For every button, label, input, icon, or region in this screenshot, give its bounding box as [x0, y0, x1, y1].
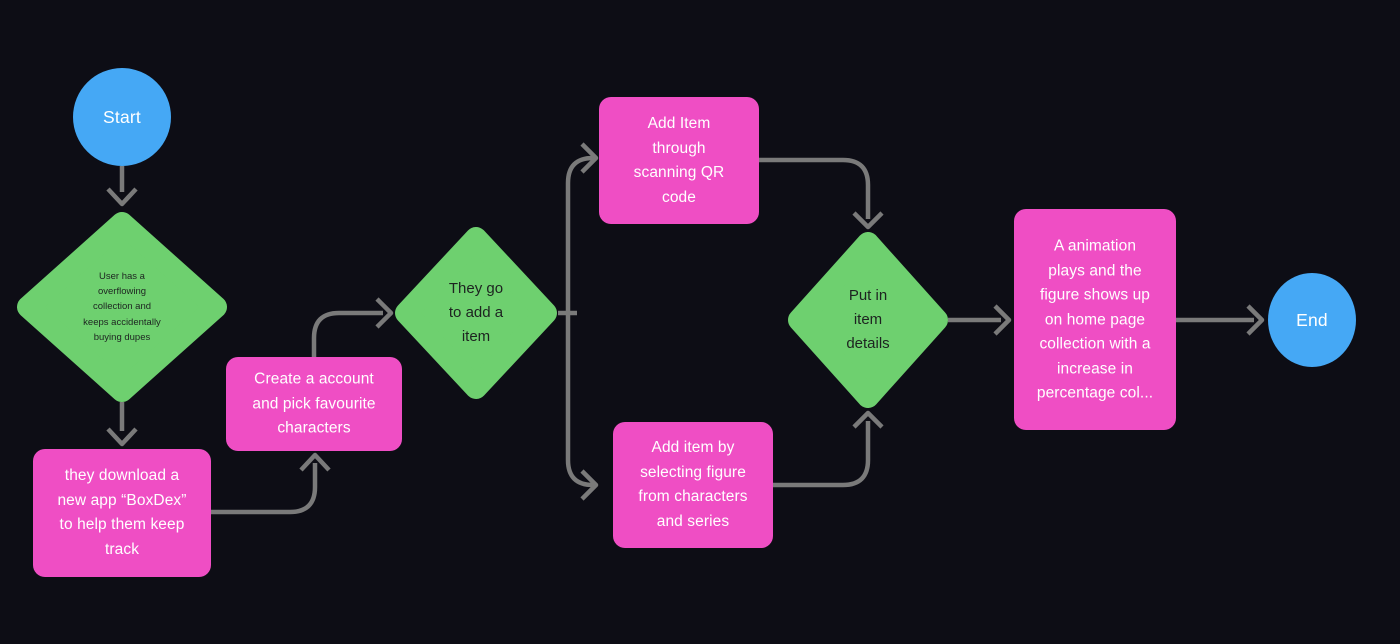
arrowhead-go-add-item-to-select-figure: [580, 469, 599, 501]
arrowhead-go-add-item-to-scan-qr: [580, 142, 599, 174]
node-animation-rect[interactable]: [1014, 209, 1176, 430]
arrowhead-download-to-create-account: [299, 452, 331, 472]
node-select-figure-rect[interactable]: [613, 422, 773, 548]
node-end[interactable]: [1268, 273, 1356, 367]
connector-download-to-create-account[interactable]: [211, 463, 318, 515]
node-start[interactable]: [73, 68, 171, 166]
connector-go-add-item-to-scan-qr[interactable]: [565, 155, 594, 313]
connector-go-add-item-to-select-figure[interactable]: [565, 313, 594, 488]
arrowhead-animation-to-end: [1246, 304, 1265, 336]
arrowhead-scan-qr-to-item-details: [852, 211, 884, 230]
node-go-add-item-diamond[interactable]: [395, 227, 557, 399]
arrowhead-start-to-problem: [106, 187, 138, 207]
node-scan-qr-rect[interactable]: [599, 97, 759, 224]
node-create-account-rect[interactable]: [226, 357, 402, 451]
node-problem-diamond[interactable]: [17, 212, 227, 402]
node-item-details-diamond[interactable]: [788, 232, 948, 408]
connector-select-figure-to-item-details[interactable]: [773, 421, 871, 488]
arrowhead-select-figure-to-item-details: [852, 410, 884, 429]
connector-create-account-to-go-add-item[interactable]: [311, 310, 383, 357]
node-download-rect[interactable]: [33, 449, 211, 577]
arrowhead-problem-to-download: [106, 427, 138, 447]
arrowhead-create-account-to-go-add-item: [375, 297, 394, 329]
arrowhead-item-details-to-animation: [993, 304, 1012, 336]
connectors: [106, 142, 1265, 515]
connector-scan-qr-to-item-details[interactable]: [759, 157, 871, 219]
